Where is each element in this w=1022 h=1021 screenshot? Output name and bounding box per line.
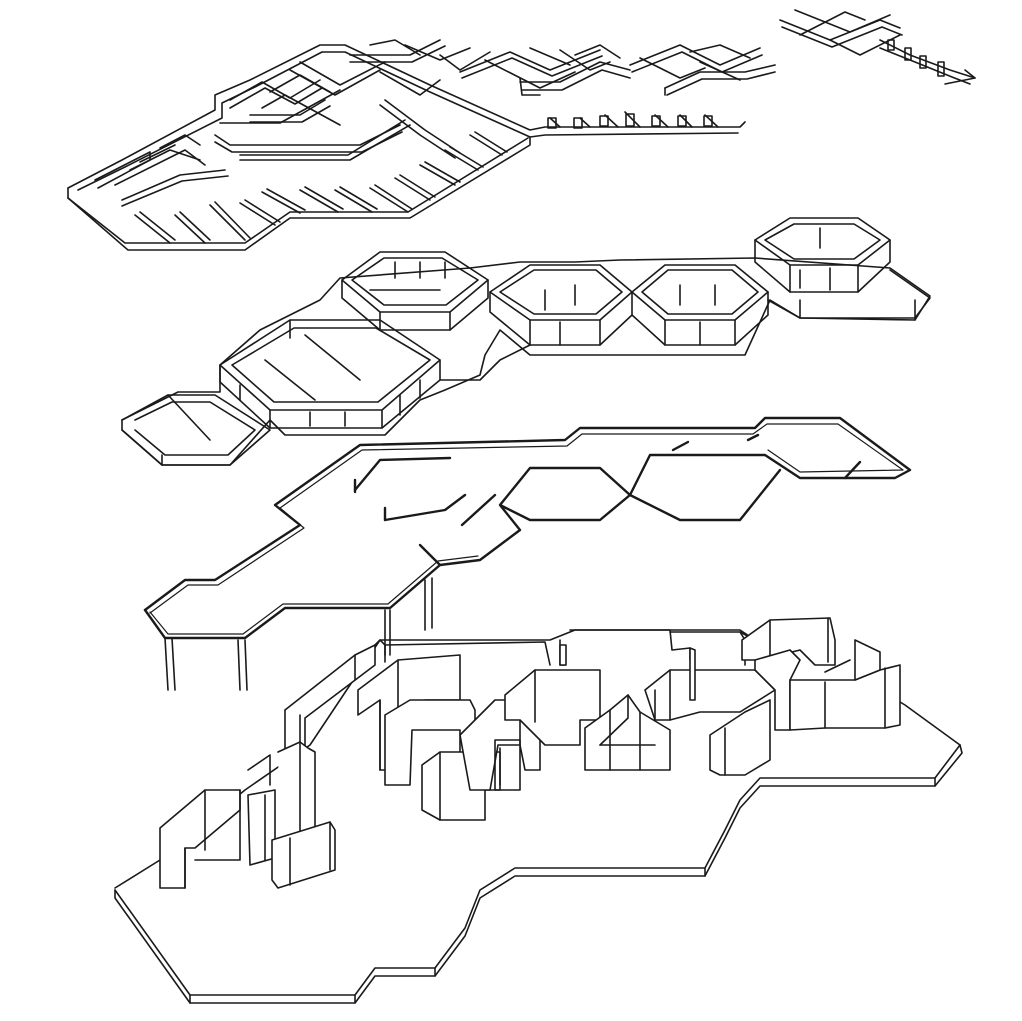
layer-perimeter-beam: [143, 416, 912, 691]
clerestory-connector-south: [439, 344, 531, 381]
beam-fragment-7: [843, 460, 862, 480]
clerestory-west-terrace: [121, 394, 271, 466]
clerestory-base-outer: [121, 257, 931, 466]
ground-walls-central-rooms: [357, 654, 541, 821]
beam-fragment-6: [746, 433, 760, 442]
ground-walls-central-south: [504, 669, 671, 771]
ground-slab-bottom: [114, 744, 963, 1004]
beam-fragment-5: [671, 440, 690, 452]
clerestory-hexagon-east: [631, 264, 769, 346]
clerestory-hexagon-far-east: [754, 217, 891, 293]
roof-perimeter-beam-inner: [77, 51, 739, 191]
ground-walls-east-rooms: [644, 617, 901, 776]
layer-ground-floor: [114, 617, 963, 1004]
roof-perimeter-beam-lower-inner: [67, 137, 529, 244]
layer-hexagonal-clerestory: [121, 217, 931, 466]
clerestory-connector-east: [767, 269, 931, 319]
ground-wall-fin: [559, 644, 696, 701]
roof-joists-north: [219, 39, 491, 126]
roof-joists-far-east: [779, 9, 976, 85]
ground-walls-west-room: [159, 741, 336, 889]
layer-roof-framing: [67, 9, 976, 251]
beam-outline-south-inner: [149, 555, 479, 635]
clerestory-hexagon-center: [489, 264, 633, 346]
roof-joists-east-cluster: [629, 44, 776, 96]
roof-perimeter-beam-outer: [67, 44, 746, 189]
roof-joists-central: [459, 44, 631, 96]
roof-rafters-lower: [134, 131, 508, 244]
roof-rafters-east: [547, 111, 719, 129]
clerestory-hexagon-west: [219, 319, 441, 429]
beam-support-columns: [164, 577, 433, 691]
beam-outline-main-inner: [149, 423, 904, 614]
beam-fragment-4: [418, 543, 442, 567]
clerestory-hexagon-north: [341, 251, 489, 331]
roof-joists-west: [94, 99, 461, 207]
beam-fragment-3: [460, 493, 497, 527]
beam-outline-south: [143, 466, 632, 640]
beam-fragment-1: [353, 456, 452, 492]
beam-fragment-2: [383, 493, 467, 522]
